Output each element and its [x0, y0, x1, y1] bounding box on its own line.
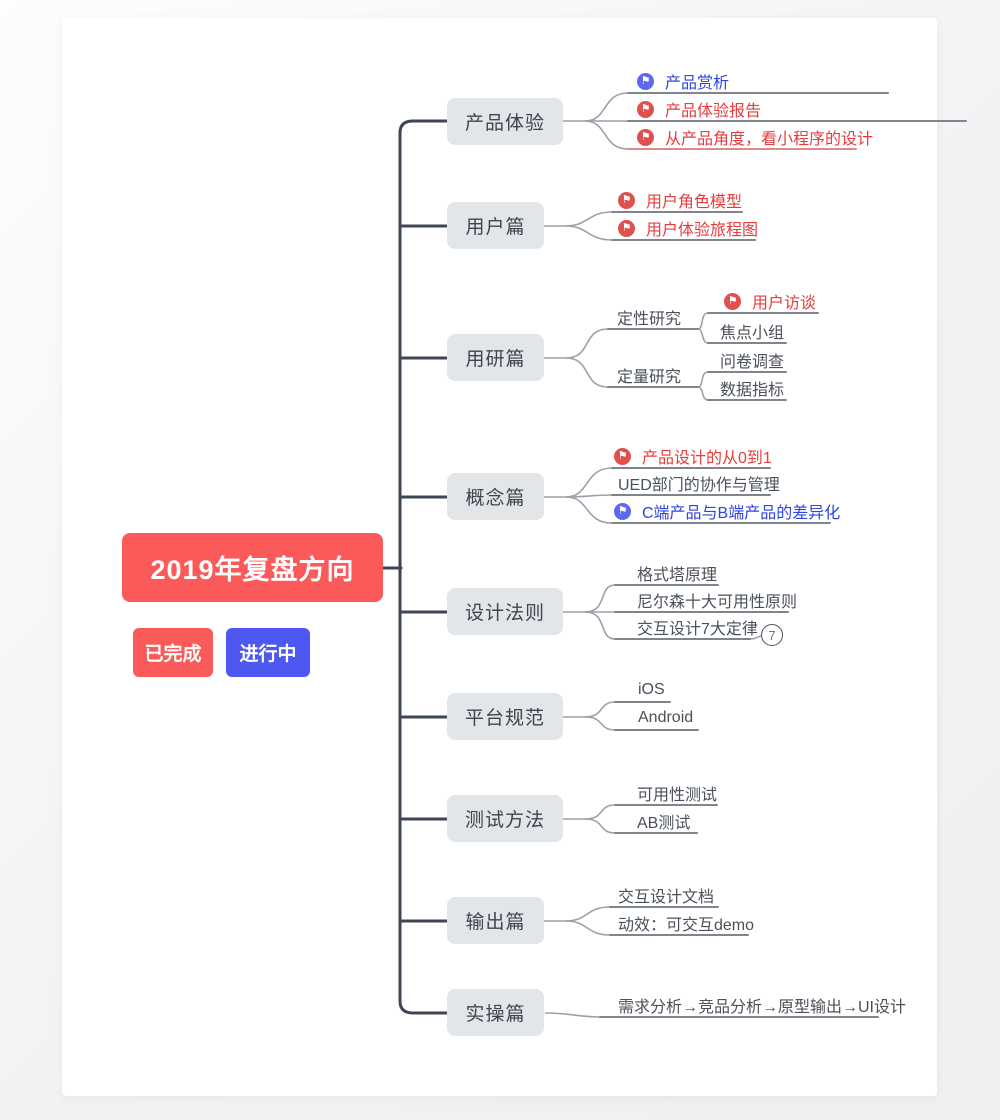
leaf-node[interactable]: 需求分析→竞品分析→原型输出→UI设计 — [618, 994, 906, 1016]
leaf-node[interactable]: UED部门的协作与管理 — [618, 472, 780, 494]
legend-tag-in-progress[interactable]: 进行中 — [226, 628, 310, 677]
leaf-node[interactable]: 交互设计文档 — [618, 884, 714, 906]
leaf-label: 焦点小组 — [720, 325, 785, 342]
topic-node[interactable]: 用户篇 — [447, 202, 544, 249]
topic-node[interactable]: 输出篇 — [447, 897, 544, 944]
leaf-label: 交互设计文档 — [618, 889, 715, 906]
leaf-label: 动效：可交互demo — [618, 917, 755, 934]
flag-icon: ⚑ — [618, 191, 635, 209]
collapsed-count-badge[interactable]: 7 — [761, 624, 783, 646]
leaf-label: 产品体验报告 — [665, 103, 762, 120]
leaf-label: 问卷调查 — [720, 354, 785, 371]
leaf-label: 交互设计7大定律 — [637, 621, 758, 638]
leaf-node[interactable]: 焦点小组 — [720, 320, 784, 342]
flag-icon: ⚑ — [637, 128, 654, 146]
leaf-label: AB测试 — [637, 815, 691, 832]
topic-node[interactable]: 平台规范 — [447, 693, 563, 740]
leaf-label: 用户角色模型 — [646, 194, 743, 211]
subtopic-node[interactable]: 定性研究 — [617, 306, 681, 328]
leaf-node[interactable]: AB测试 — [637, 810, 690, 832]
topic-node[interactable]: 测试方法 — [447, 795, 563, 842]
leaf-label: 产品赏析 — [665, 75, 730, 92]
leaf-node[interactable]: ⚑ 产品设计的从0到1 — [614, 445, 772, 467]
central-topic[interactable]: 2019年复盘方向 — [122, 533, 383, 602]
leaf-label: UED部门的协作与管理 — [618, 477, 780, 494]
topic-node[interactable]: 实操篇 — [447, 989, 544, 1036]
leaf-node[interactable]: ⚑ 用户体验旅程图 — [618, 217, 758, 239]
leaf-label: 格式塔原理 — [637, 567, 718, 584]
leaf-node[interactable]: ⚑ 产品赏析 — [637, 70, 729, 92]
leaf-node[interactable]: ⚑ 从产品角度，看小程序的设计 — [637, 126, 873, 148]
leaf-node[interactable]: ⚑ 用户角色模型 — [618, 189, 742, 211]
topic-node[interactable]: 用研篇 — [447, 334, 544, 381]
leaf-node[interactable]: 问卷调查 — [720, 349, 784, 371]
subtopic-node[interactable]: 定量研究 — [617, 364, 681, 386]
leaf-node[interactable]: 动效：可交互demo — [618, 912, 754, 934]
leaf-node[interactable]: iOS — [638, 679, 665, 701]
leaf-node[interactable]: 数据指标 — [720, 377, 784, 399]
leaf-label: 产品设计的从0到1 — [642, 450, 772, 467]
leaf-label: 可用性测试 — [637, 787, 718, 804]
leaf-node[interactable]: 可用性测试 — [637, 782, 717, 804]
flag-icon: ⚑ — [614, 447, 631, 465]
topic-node[interactable]: 产品体验 — [447, 98, 563, 145]
leaf-node[interactable]: 尼尔森十大可用性原则 — [637, 589, 797, 611]
leaf-node[interactable]: 交互设计7大定律 — [637, 616, 758, 638]
leaf-node[interactable]: 格式塔原理 — [637, 562, 717, 584]
leaf-label: 尼尔森十大可用性原则 — [637, 594, 798, 611]
topic-node[interactable]: 设计法则 — [447, 588, 563, 635]
leaf-label: 需求分析→竞品分析→原型输出→UI设计 — [618, 999, 907, 1016]
leaf-label: 定性研究 — [617, 311, 682, 328]
leaf-label: 从产品角度，看小程序的设计 — [665, 131, 874, 148]
leaf-label: iOS — [638, 681, 665, 698]
leaf-label: 用户访谈 — [752, 295, 817, 312]
leaf-node[interactable]: ⚑ C端产品与B端产品的差异化 — [614, 500, 840, 522]
leaf-label: C端产品与B端产品的差异化 — [642, 505, 841, 522]
leaf-node[interactable]: ⚑ 用户访谈 — [724, 290, 816, 312]
flag-icon: ⚑ — [637, 72, 654, 90]
flag-icon: ⚑ — [637, 100, 654, 118]
leaf-label: 定量研究 — [617, 369, 682, 386]
leaf-label: 用户体验旅程图 — [646, 222, 759, 239]
flag-icon: ⚑ — [618, 219, 635, 237]
leaf-label: 数据指标 — [720, 382, 785, 399]
flag-icon: ⚑ — [724, 292, 741, 310]
leaf-node[interactable]: Android — [638, 707, 693, 729]
topic-node[interactable]: 概念篇 — [447, 473, 544, 520]
leaf-node[interactable]: ⚑ 产品体验报告 — [637, 98, 761, 120]
leaf-label: Android — [638, 709, 694, 726]
legend-tag-done[interactable]: 已完成 — [133, 628, 213, 677]
flag-icon: ⚑ — [614, 502, 631, 520]
